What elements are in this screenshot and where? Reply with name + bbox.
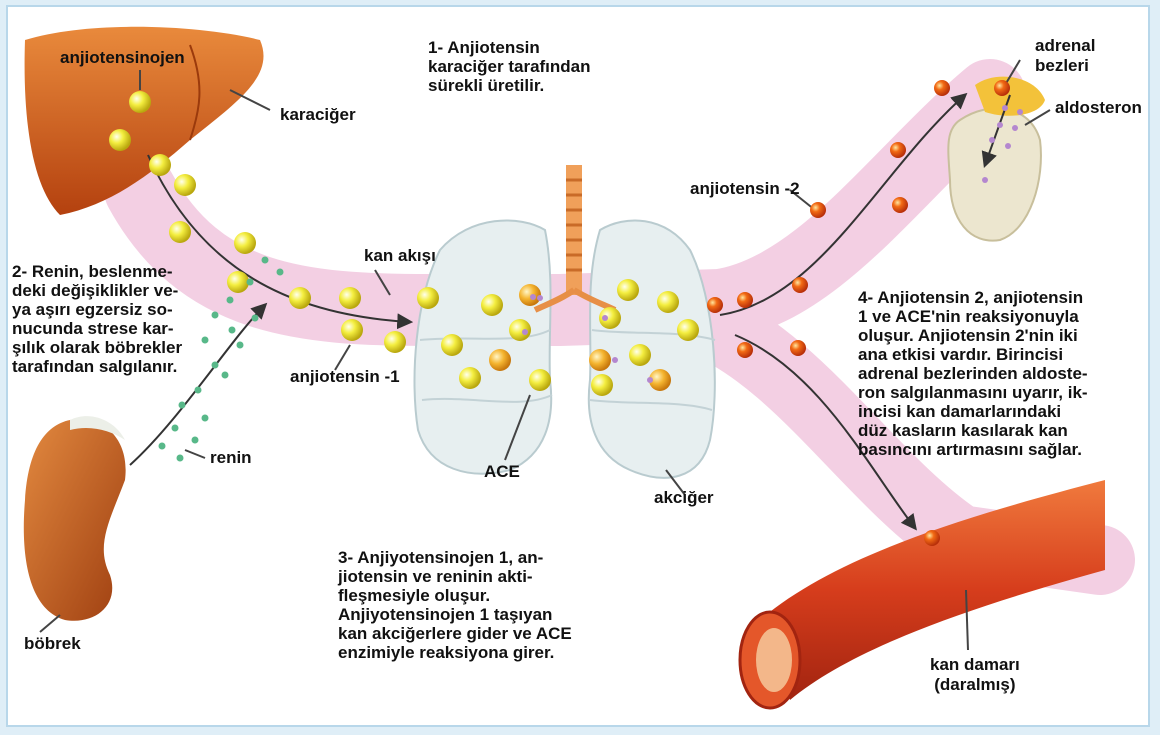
label-renin: renin <box>210 448 252 468</box>
angiotensin-2-molecule <box>892 197 908 213</box>
angiotensin-2-molecule <box>810 202 826 218</box>
label-aldosterone: aldosteron <box>1055 98 1142 118</box>
angiotensin-1-molecule <box>489 349 511 371</box>
label-liver: karaciğer <box>280 105 356 125</box>
angiotensinogen-molecule <box>341 319 363 341</box>
label-kidney: böbrek <box>24 634 81 654</box>
angiotensinogen-molecule <box>481 294 503 316</box>
angiotensin-2-molecule <box>707 297 723 313</box>
aldosterone-molecule <box>602 315 608 321</box>
angiotensinogen-molecule <box>529 369 551 391</box>
label-lung: akciğer <box>654 488 714 508</box>
label-ace: ACE <box>484 462 520 482</box>
angiotensin-2-molecule <box>994 80 1010 96</box>
aldosterone-molecule <box>522 329 528 335</box>
angiotensinogen-molecule <box>509 319 531 341</box>
angiotensinogen-molecule <box>174 174 196 196</box>
aldosterone-molecule <box>1017 109 1023 115</box>
renin-molecule <box>159 443 166 450</box>
angiotensin-2-molecule <box>737 292 753 308</box>
renin-molecule <box>262 257 269 264</box>
aldosterone-molecule <box>982 177 988 183</box>
angiotensin-2-molecule <box>792 277 808 293</box>
renin-molecule <box>222 372 229 379</box>
angiotensinogen-molecule <box>149 154 171 176</box>
angiotensinogen-molecule <box>227 271 249 293</box>
label-vessel: kan damarı (daralmış) <box>930 655 1020 695</box>
label-angiotensin-2: anjiotensin -2 <box>690 179 800 199</box>
step-3-note: 3- Anjiyotensinojen 1, an- jiotensin ve … <box>338 548 572 662</box>
renin-molecule <box>227 297 234 304</box>
aldosterone-molecule <box>1002 105 1008 111</box>
kidney <box>24 416 126 632</box>
aldosterone-molecule <box>1005 143 1011 149</box>
renin-molecule <box>237 342 244 349</box>
angiotensinogen-molecule <box>417 287 439 309</box>
renin-molecule <box>229 327 236 334</box>
aldosterone-molecule <box>612 357 618 363</box>
aldosterone-molecule <box>1012 125 1018 131</box>
aldosterone-molecule <box>997 122 1003 128</box>
renin-molecule <box>172 425 179 432</box>
angiotensin-1-molecule <box>589 349 611 371</box>
angiotensin-2-molecule <box>934 80 950 96</box>
aldosterone-molecule <box>537 295 543 301</box>
label-angiotensin-1: anjiotensin -1 <box>290 367 400 387</box>
angiotensinogen-molecule <box>234 232 256 254</box>
angiotensinogen-molecule <box>129 91 151 113</box>
renin-molecule <box>277 269 284 276</box>
renin-molecule <box>202 337 209 344</box>
angiotensin-2-molecule <box>924 530 940 546</box>
angiotensinogen-molecule <box>677 319 699 341</box>
angiotensinogen-molecule <box>657 291 679 313</box>
angiotensinogen-molecule <box>459 367 481 389</box>
angiotensinogen-molecule <box>384 331 406 353</box>
renin-molecule <box>212 312 219 319</box>
angiotensin-1-molecule <box>519 284 541 306</box>
label-adrenal: adrenal bezleri <box>1035 36 1095 76</box>
renin-molecule <box>247 279 254 286</box>
angiotensin-2-molecule <box>790 340 806 356</box>
angiotensinogen-molecule <box>441 334 463 356</box>
angiotensinogen-molecule <box>339 287 361 309</box>
renin-molecule <box>212 362 219 369</box>
angiotensinogen-molecule <box>591 374 613 396</box>
angiotensin-2-molecule <box>890 142 906 158</box>
renin-molecule <box>177 455 184 462</box>
renin-molecule <box>179 402 186 409</box>
angiotensin-2-molecule <box>737 342 753 358</box>
angiotensinogen-molecule <box>169 221 191 243</box>
step-2-note: 2- Renin, beslenme- deki değişiklikler v… <box>12 262 182 376</box>
angiotensinogen-molecule <box>629 344 651 366</box>
label-angiotensinogen: anjiotensinojen <box>60 48 185 68</box>
step-1-note: 1- Anjiotensin karaciğer tarafından süre… <box>428 38 591 95</box>
angiotensinogen-molecule <box>109 129 131 151</box>
aldosterone-molecule <box>989 137 995 143</box>
aldosterone-molecule <box>647 377 653 383</box>
aldosterone-molecule <box>530 294 536 300</box>
angiotensinogen-molecule <box>617 279 639 301</box>
angiotensinogen-molecule <box>289 287 311 309</box>
renin-molecule <box>252 315 259 322</box>
renin-molecule <box>195 387 202 394</box>
step-4-note: 4- Anjiotensin 2, anjiotensin 1 ve ACE'n… <box>858 288 1088 459</box>
renin-molecule <box>192 437 199 444</box>
renin-molecule <box>202 415 209 422</box>
label-blood-flow: kan akışı <box>364 246 436 266</box>
